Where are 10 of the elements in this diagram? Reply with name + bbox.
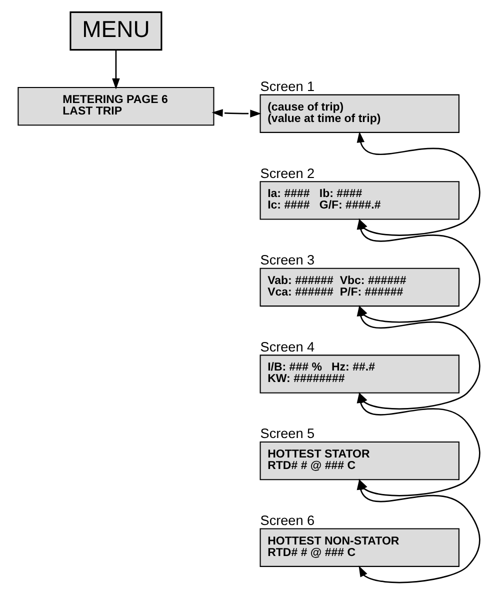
node-label: Screen 1 bbox=[260, 79, 315, 94]
node-box: MENU bbox=[70, 11, 162, 51]
node-label: Screen 2 bbox=[260, 166, 315, 181]
node-label: Screen 5 bbox=[260, 426, 315, 442]
node-label: Screen 6 bbox=[260, 513, 315, 528]
node-box: METERING PAGE 6 LAST TRIP bbox=[18, 86, 214, 126]
arrow bbox=[112, 50, 120, 90]
node-label: Screen 4 bbox=[260, 339, 315, 354]
node-label: Screen 3 bbox=[260, 252, 315, 268]
arrow bbox=[212, 109, 262, 118]
